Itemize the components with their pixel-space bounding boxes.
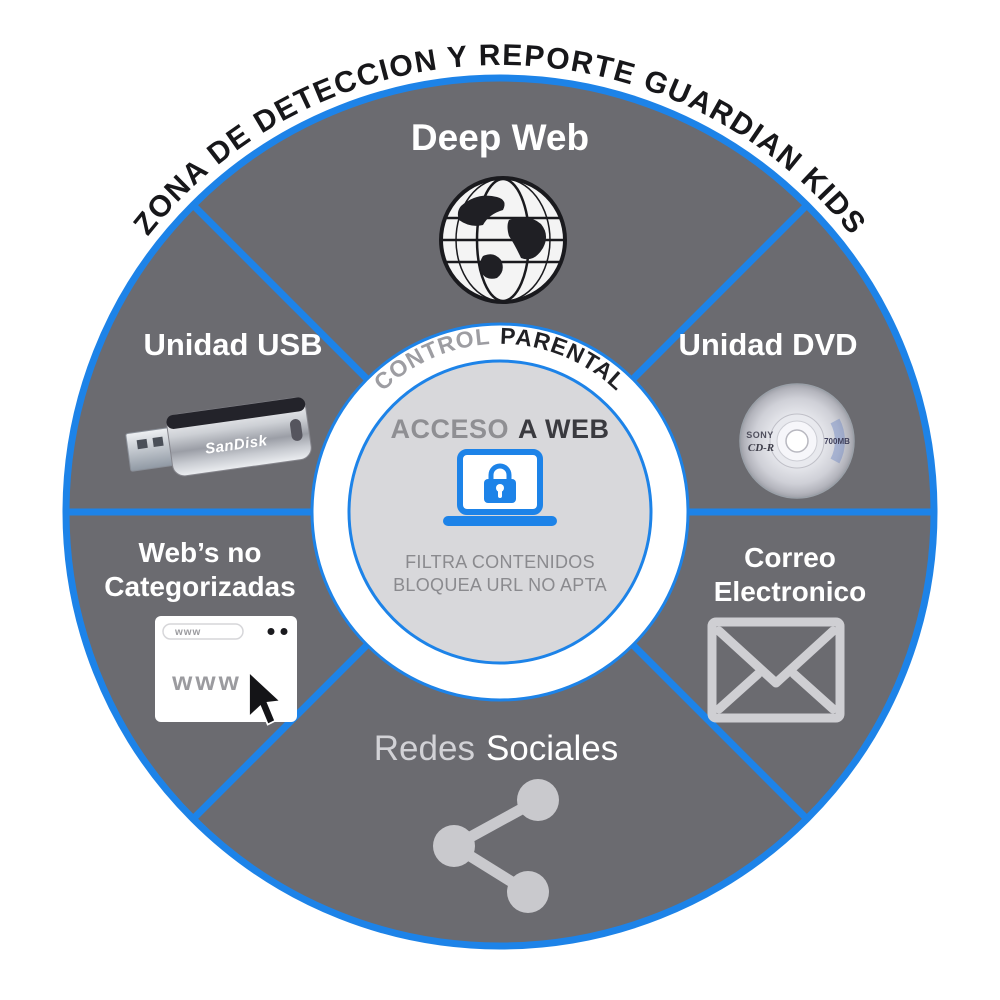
usb-connector [125,427,175,472]
share-icon [433,779,559,913]
laptop-lock-icon [443,449,557,526]
laptop-base [443,516,557,526]
correo-label-line2: Electronico [714,576,866,607]
deep-web-label: Deep Web [411,117,589,158]
envelope-fold-right [789,669,838,714]
usb-connector-hole [152,436,164,447]
usb-drive-icon: SanDisk [125,397,312,477]
browser-body-text: www [171,666,242,696]
disc-type-text: CD-R [748,442,774,454]
cursor-icon [248,669,283,726]
disc-brand-text: SONY [746,430,774,440]
share-node [517,779,559,821]
usb-top-strip [166,397,306,429]
lock-shackle [488,463,512,479]
lock-keyhole-stem [498,489,502,498]
browser-dot [267,628,275,635]
browser-window-icon: www www [155,616,297,726]
share-node [433,825,475,867]
envelope-fold-left [714,669,763,714]
disc-blue-band [830,418,845,464]
disc-capacity-text: 700MB [824,437,850,446]
browser-address-text: www [174,627,201,638]
browser-dot [280,628,288,635]
filter-caption-line2: BLOQUEA URL NO APTA [393,575,607,595]
globe-icon [439,176,567,304]
share-node [507,871,549,913]
a-web-word: A WEB [518,414,610,444]
browser-address-bar [162,623,244,640]
webs-label-line2: Categorizadas [104,571,295,602]
envelope-body [707,617,845,723]
acceso-word: ACCESO [390,414,509,444]
usb-lanyard-hole [289,419,303,441]
sociales-word: Sociales [486,729,618,768]
disc-hole [785,429,809,453]
correo-label-line1: Correo [744,542,836,573]
usb-connector-hole [136,438,148,450]
unidad-dvd-label: Unidad DVD [678,327,857,362]
envelope-icon [707,617,845,723]
globe-continents [457,195,547,279]
lock-keyhole [496,484,504,492]
dvd-disc-icon: SONY CD-R 700MB [739,383,855,499]
redes-sociales-label: Redes Sociales [374,729,618,768]
filter-caption-line1: FILTRA CONTENIDOS [405,552,595,572]
redes-word: Redes [374,729,475,768]
envelope-flap [714,626,838,688]
acceso-a-web-heading: ACCESO A WEB [390,414,609,444]
unidad-usb-label: Unidad USB [143,327,322,362]
webs-label-line1: Web’s no [139,537,262,568]
